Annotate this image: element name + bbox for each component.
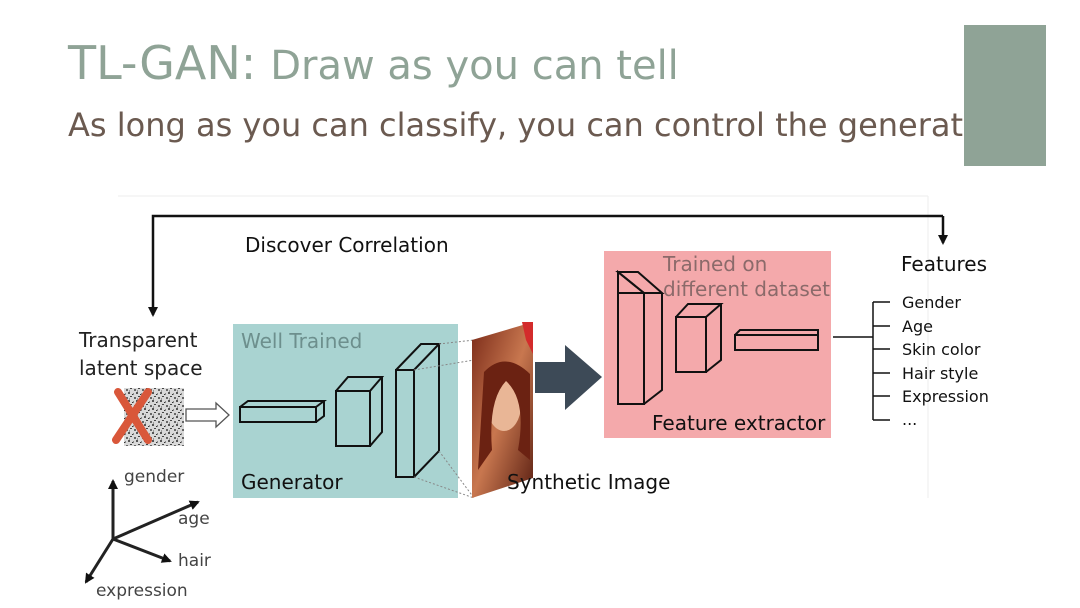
title-main: TL-GAN: (68, 36, 257, 90)
extractor-tag-2: different dataset (663, 277, 830, 301)
extractor-label: Feature extractor (652, 411, 826, 435)
slide-title: TL-GAN: Draw as you can tell (68, 36, 679, 90)
latent-label-1: Transparent (78, 328, 198, 352)
feature-item: Expression (902, 387, 989, 406)
axis-label-age: age (178, 509, 210, 529)
feedback-arrow (148, 214, 943, 317)
axis-label-gender: gender (124, 467, 184, 487)
discover-label: Discover Correlation (245, 233, 449, 257)
synthetic-label: Synthetic Image (507, 470, 670, 494)
extractor-tag-1: Trained on (662, 252, 767, 276)
title-rest: Draw as you can tell (270, 43, 679, 89)
projection-lines (413, 339, 475, 499)
features-title: Features (901, 252, 987, 276)
latent-axes-icon (84, 479, 200, 584)
feature-item: Gender (902, 293, 961, 312)
latent-label-2: latent space (79, 356, 203, 380)
feature-item: Skin color (902, 340, 981, 359)
slide-subtitle: As long as you can classify, you can con… (68, 106, 1012, 144)
input-arrow-icon (185, 401, 230, 429)
flow-arrow-icon (535, 345, 602, 410)
feature-item: ... (902, 410, 917, 429)
axis-label-expression: expression (96, 581, 188, 601)
feature-item: Hair style (902, 364, 978, 383)
cross-icon (112, 388, 152, 444)
generator-label: Generator (241, 470, 343, 494)
features-tree-lines (833, 301, 890, 421)
features-list: Gender Age Skin color Hair style Express… (902, 293, 989, 429)
feature-item: Age (902, 317, 933, 336)
axis-label-hair: hair (178, 551, 211, 571)
synthetic-face-image (472, 322, 533, 498)
extractor-box (604, 251, 831, 438)
extractor-layers-icon (615, 269, 819, 405)
accent-block (964, 25, 1046, 166)
generator-tag: Well Trained (241, 329, 362, 353)
